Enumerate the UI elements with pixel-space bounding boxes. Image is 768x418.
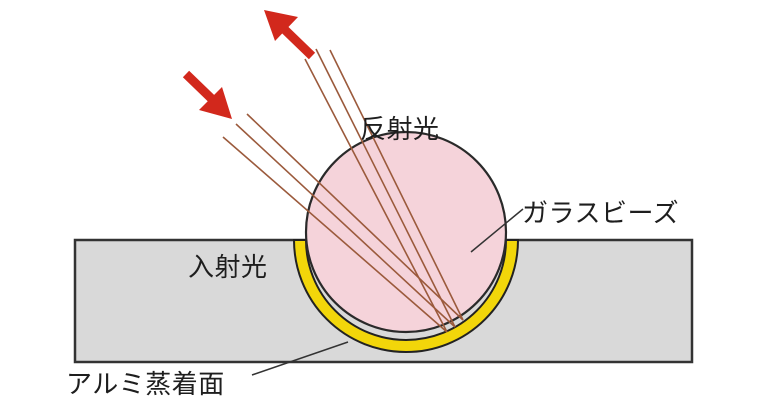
glass-bead [304,130,508,334]
reflected-rays [304,48,464,333]
aluminum-coating [292,239,520,353]
reflected-arrow-icon [264,10,316,60]
glass-beads-label: ガラスビーズ [522,199,680,229]
glass-beads-leader [470,208,524,253]
aluminum-coating-leader [251,341,349,376]
reflected-light-label: 反射光 [360,115,440,145]
incident-rays [222,113,464,333]
aluminum-coating-label: アルミ蒸着面 [66,370,225,400]
incident-light-label: 入射光 [188,253,268,283]
incident-arrow-icon [182,70,232,119]
